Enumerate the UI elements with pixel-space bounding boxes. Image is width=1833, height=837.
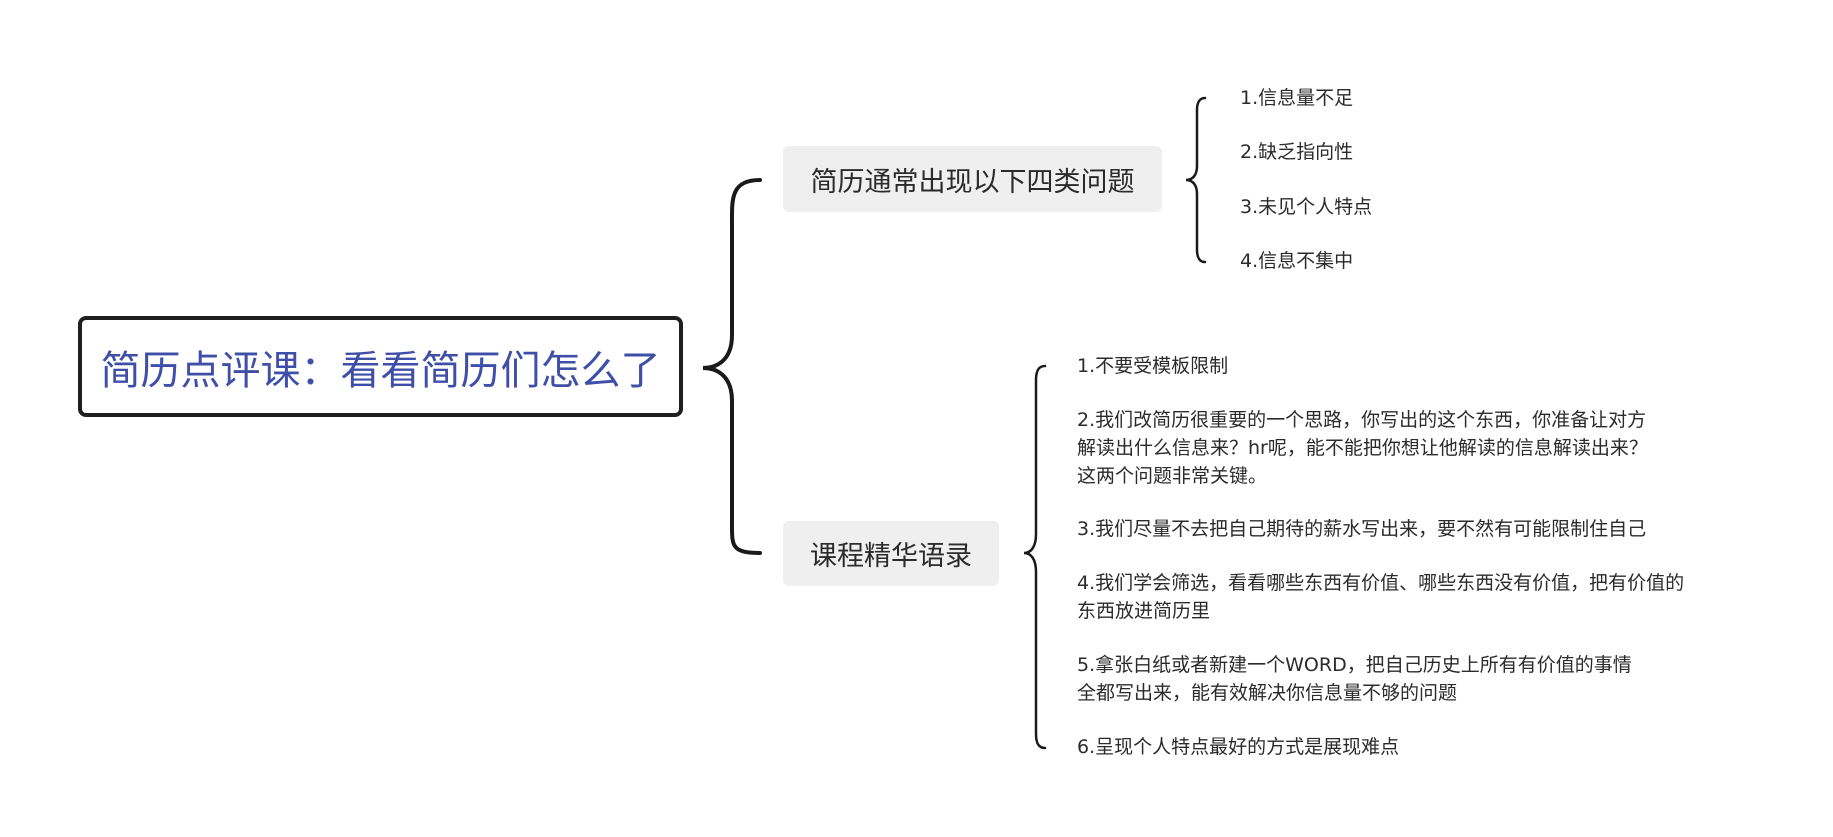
leaf-item[interactable]: 4.我们学会筛选，看看哪些东西有价值、哪些东西没有价值，把有价值的 东西放进简历… bbox=[1077, 572, 1685, 622]
leaf-item[interactable]: 2.缺乏指向性 bbox=[1240, 141, 1354, 163]
root-connector-bracket bbox=[702, 178, 762, 555]
leaf-item[interactable]: 1.不要受模板限制 bbox=[1077, 355, 1229, 377]
leaf-item[interactable]: 3.未见个人特点 bbox=[1240, 196, 1373, 218]
leaf-item[interactable]: 1.信息量不足 bbox=[1240, 87, 1354, 109]
branch-1-connector-bracket bbox=[1185, 96, 1207, 264]
leaf-item[interactable]: 3.我们尽量不去把自己期待的薪水写出来，要不然有可能限制住自己 bbox=[1077, 518, 1647, 540]
root-topic-node[interactable]: 简历点评课：看看简历们怎么了 bbox=[78, 316, 683, 417]
branch-label: 课程精华语录 bbox=[810, 541, 972, 572]
branch-node-highlights[interactable]: 课程精华语录 bbox=[783, 521, 999, 586]
branch-node-problems[interactable]: 简历通常出现以下四类问题 bbox=[783, 146, 1162, 212]
leaf-item[interactable]: 2.我们改简历很重要的一个思路，你写出的这个东西，你准备让对方 解读出什么信息来… bbox=[1077, 409, 1648, 487]
leaf-item[interactable]: 5.拿张白纸或者新建一个WORD，把自己历史上所有有价值的事情 全都写出来，能有… bbox=[1077, 654, 1632, 704]
branch-label: 简历通常出现以下四类问题 bbox=[810, 166, 1135, 198]
leaf-item[interactable]: 4.信息不集中 bbox=[1240, 250, 1354, 272]
leaf-item[interactable]: 6.呈现个人特点最好的方式是展现难点 bbox=[1077, 736, 1400, 758]
branch-2-connector-bracket bbox=[1023, 364, 1047, 750]
root-topic-label: 简历点评课：看看简历们怎么了 bbox=[100, 347, 661, 394]
